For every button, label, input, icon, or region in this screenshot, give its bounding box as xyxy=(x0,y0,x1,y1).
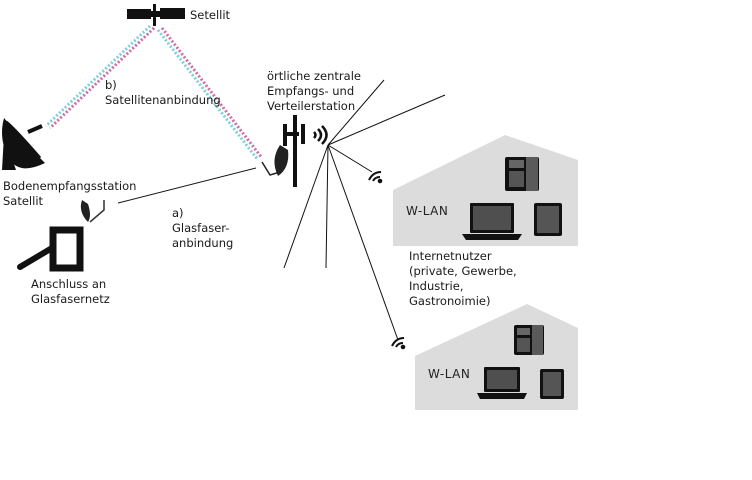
wifi-receiver-icon xyxy=(368,171,383,184)
house-2 xyxy=(391,304,578,410)
desk-phone-icon xyxy=(514,325,544,355)
tablet-icon xyxy=(540,369,564,399)
ground-station-label: Bodenempfangsstation Satellit xyxy=(3,179,137,208)
desk-phone-icon xyxy=(505,157,539,191)
satellite-dish-icon xyxy=(2,118,45,170)
satellite-link-left xyxy=(44,24,156,130)
satellite-icon xyxy=(127,4,185,26)
house-1 xyxy=(368,135,578,246)
wifi-receiver-icon xyxy=(391,337,406,350)
tablet-icon xyxy=(534,203,562,236)
fiber-dish-icon xyxy=(80,200,105,223)
fiber-link-line xyxy=(117,167,257,204)
house-1-wlan-label: W-LAN xyxy=(406,204,449,218)
satellite-label: Setellit xyxy=(190,8,231,22)
distribution-lines xyxy=(283,79,446,341)
satellite-link-label: b) Satellitenanbindung xyxy=(105,78,221,107)
satellite-link-right xyxy=(156,27,264,161)
central-station-label: örtliche zentrale Empfangs- und Verteile… xyxy=(267,69,361,113)
house-2-wlan-label: W-LAN xyxy=(428,367,471,381)
fiber-connection-label: Anschluss an Glasfasernetz xyxy=(31,277,110,306)
internet-users-label: Internetnutzer (private, Gewerbe, Indust… xyxy=(409,249,517,308)
fiber-connector-icon xyxy=(17,226,84,272)
wifi-signal-icon xyxy=(313,125,328,145)
station-dish-icon xyxy=(261,145,289,176)
antenna-tower-icon xyxy=(283,115,305,187)
laptop-icon xyxy=(477,367,527,399)
fiber-link-label: a) Glasfaser- anbindung xyxy=(172,206,234,250)
laptop-icon xyxy=(462,203,522,240)
